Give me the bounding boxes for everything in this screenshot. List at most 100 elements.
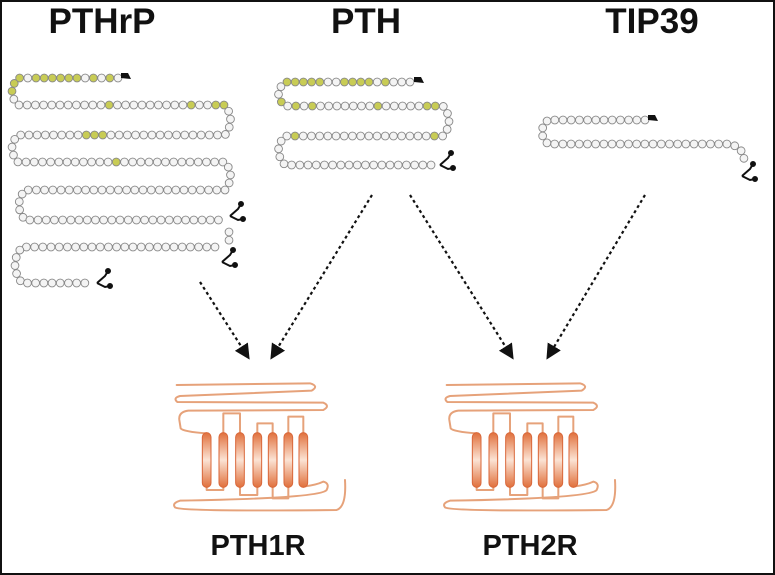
amino-acid-bead <box>15 245 25 255</box>
amino-acid-bead <box>73 130 83 140</box>
amino-acid-bead <box>414 101 424 111</box>
amino-acid-bead <box>276 97 286 107</box>
amino-acid-bead <box>348 77 357 87</box>
amino-acid-bead <box>155 185 164 195</box>
amino-acid-bead <box>332 101 342 111</box>
amino-acid-bead <box>648 139 658 149</box>
amino-acid-bead <box>186 242 195 252</box>
ligand-title-pth: PTH <box>331 2 401 41</box>
amino-acid-bead <box>389 131 398 141</box>
amino-acid-bead <box>48 73 57 83</box>
transmembrane-helix <box>522 432 533 488</box>
amino-acid-bead <box>9 150 18 160</box>
amino-acid-bead <box>178 100 188 110</box>
amino-acid-bead <box>129 100 139 110</box>
amino-acid-bead <box>344 160 354 170</box>
amino-acid-bead <box>381 101 391 111</box>
amino-acid-bead <box>62 157 72 167</box>
amino-acid-bead <box>122 185 131 195</box>
amino-acid-bead <box>550 139 560 149</box>
amino-acid-bead <box>421 131 431 141</box>
amino-acid-bead <box>11 253 21 262</box>
amino-acid-bead <box>624 139 633 149</box>
amino-acid-bead <box>80 278 90 288</box>
amino-acid-bead <box>177 242 187 252</box>
amino-acid-bead <box>282 77 292 87</box>
amino-acid-bead <box>303 160 313 170</box>
amino-acid-bead <box>339 131 349 141</box>
amino-acid-bead <box>189 215 199 225</box>
amino-acid-bead <box>218 157 228 167</box>
amino-acid-bead <box>315 77 325 87</box>
amino-acid-bead <box>32 130 42 140</box>
amino-acid-bead <box>372 131 382 141</box>
amino-acid-bead <box>356 77 366 87</box>
receptor-loops <box>443 382 617 512</box>
amino-acid-bead <box>219 100 229 110</box>
amino-acid-bead <box>38 157 47 167</box>
amino-acid-bead <box>21 157 31 167</box>
amino-acid-bead <box>80 73 90 83</box>
amino-acid-bead <box>210 157 219 167</box>
amino-acid-bead <box>114 185 123 195</box>
amino-acid-bead <box>13 157 23 167</box>
amino-acid-bead <box>538 123 548 133</box>
amino-acid-bead <box>139 130 149 140</box>
amino-acid-bead <box>224 235 234 245</box>
amino-acid-bead <box>599 139 609 149</box>
amino-acid-bead <box>336 160 346 170</box>
amino-acid-bead <box>144 157 154 167</box>
amino-acid-bead <box>212 185 222 195</box>
amino-acid-bead <box>398 101 407 111</box>
amino-acid-bead <box>10 134 20 144</box>
amino-acid-bead <box>364 77 374 87</box>
amino-acid-bead <box>331 77 341 87</box>
amino-acid-bead <box>40 130 50 140</box>
amino-acid-bead <box>410 160 419 170</box>
amino-acid-bead <box>442 125 452 134</box>
amino-acid-bead <box>47 100 57 110</box>
amino-acid-bead <box>405 131 415 141</box>
amino-acid-bead <box>39 100 48 110</box>
amino-acid-bead <box>357 101 366 111</box>
amino-acid-bead <box>130 185 140 195</box>
amino-acid-bead <box>558 115 568 125</box>
amino-acid-bead <box>138 185 148 195</box>
amino-acid-bead <box>23 278 32 288</box>
amino-acid-bead <box>123 215 133 225</box>
binding-arrow <box>270 194 373 360</box>
amino-acid-bead <box>72 73 82 83</box>
amino-acid-bead <box>279 159 289 169</box>
amino-acid-bead <box>186 100 196 110</box>
amino-acid-bead <box>79 157 88 167</box>
amino-acid-bead <box>96 100 106 110</box>
amino-acid-bead <box>54 242 64 252</box>
pthrp-peptide-chain <box>7 73 235 225</box>
amino-acid-bead <box>54 157 64 167</box>
amino-acid-bead <box>444 117 454 126</box>
amino-acid-bead <box>49 130 58 140</box>
amino-acid-bead <box>104 242 113 252</box>
amino-acid-bead <box>97 185 107 195</box>
amino-acid-bead <box>430 101 440 111</box>
amino-acid-bead <box>365 101 375 111</box>
amino-acid-bead <box>224 227 234 237</box>
amino-acid-bead <box>163 185 172 195</box>
amino-acid-bead <box>340 77 349 87</box>
amino-acid-bead <box>63 100 73 110</box>
binding-arrow <box>199 281 250 360</box>
amino-acid-bead <box>172 130 181 140</box>
amino-acid-bead <box>146 185 156 195</box>
amino-acid-bead <box>295 160 305 170</box>
amino-acid-bead <box>147 130 157 140</box>
amino-acid-bead <box>205 215 215 225</box>
amino-acid-bead <box>39 73 49 83</box>
amino-acid-bead <box>324 101 334 111</box>
pth2r-receptor-diagram <box>443 382 617 512</box>
amino-acid-bead <box>103 157 113 167</box>
amino-acid-bead <box>46 242 56 252</box>
amino-acid-bead <box>22 100 32 110</box>
amino-acid-bead <box>63 242 72 252</box>
ligand-title-pthrp: PTHrP <box>48 2 156 41</box>
